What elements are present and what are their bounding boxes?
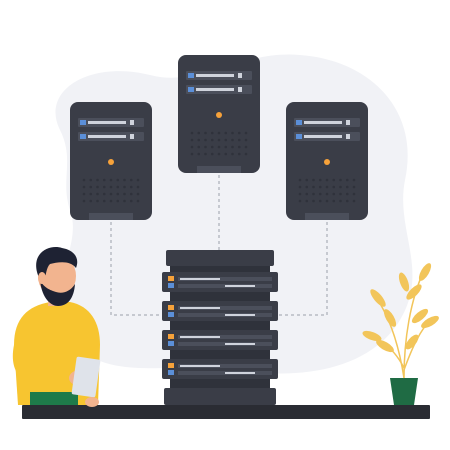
person-icon xyxy=(12,247,101,407)
network-connectors xyxy=(110,175,328,316)
server-tower-right xyxy=(286,102,368,220)
server-tower-left xyxy=(70,102,152,220)
server-rack-icon xyxy=(162,250,278,405)
desk xyxy=(22,405,430,419)
tablet xyxy=(71,356,101,398)
plant-icon xyxy=(362,263,439,405)
server-tower-top xyxy=(178,55,260,173)
